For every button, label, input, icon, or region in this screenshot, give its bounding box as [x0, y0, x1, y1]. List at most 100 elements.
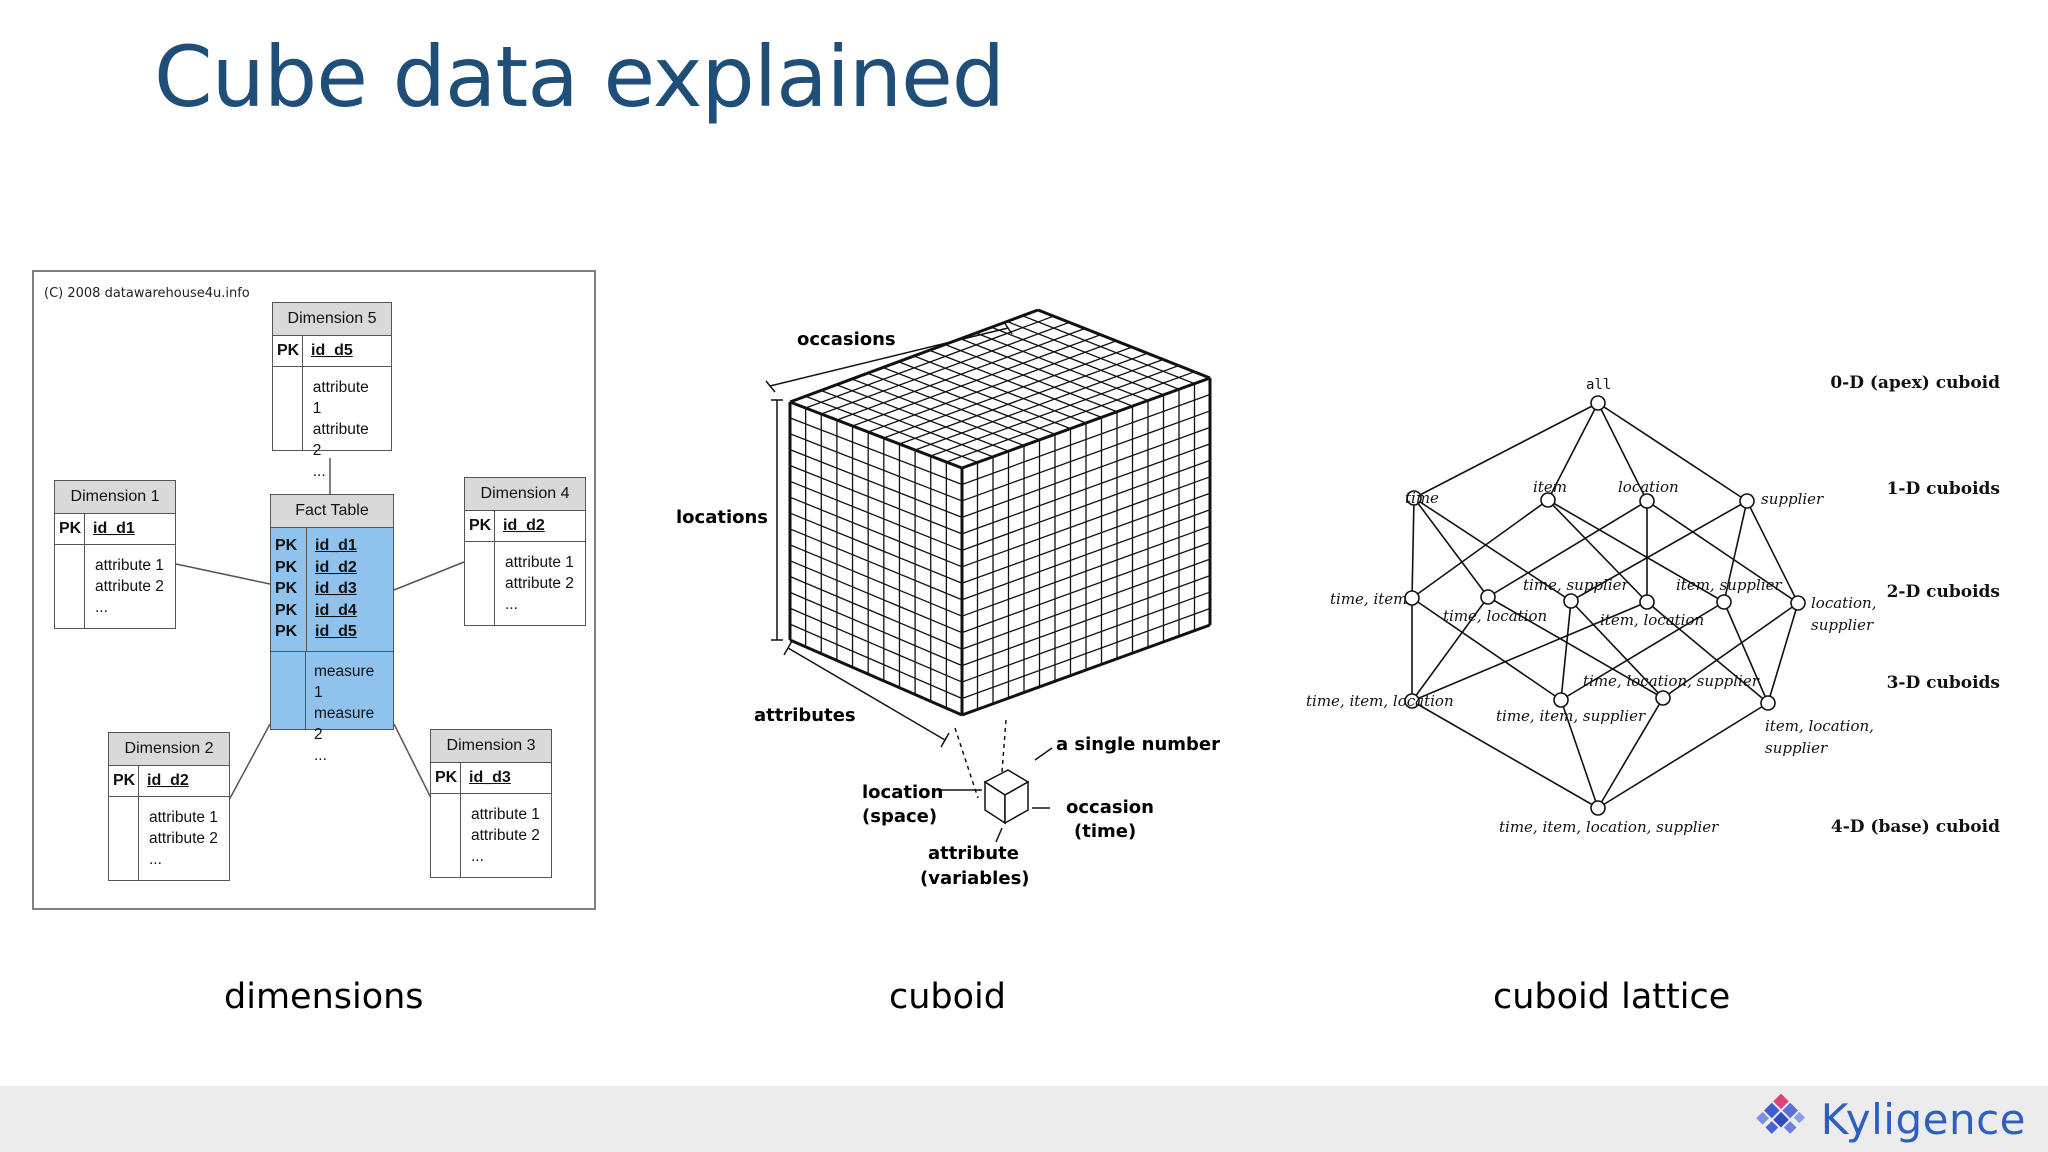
lattice-node [1480, 589, 1496, 605]
attribute-label: attribute [928, 843, 1019, 864]
node-item-location-supplier-label-2: supplier [1765, 739, 1828, 757]
attribute-1: attribute 1 [312, 379, 369, 417]
node-time-item-label: time, item [1330, 590, 1407, 608]
cube-grid-line [961, 443, 1211, 535]
lattice-nodes [1404, 395, 1806, 816]
attribute-2: attribute 2 [505, 575, 574, 592]
node-item-label: item [1533, 478, 1567, 496]
level-2-label: 2-D cuboids [1887, 582, 2000, 602]
cube-grid-line [789, 544, 963, 617]
cube-grid-line [991, 326, 1164, 396]
attribute-more: ... [471, 848, 484, 865]
fk-field: id_d5 [315, 623, 357, 640]
caption-dimensions: dimensions [224, 977, 424, 1017]
lattice-node [1553, 692, 1569, 708]
brand-logo: Kyligence [1749, 1090, 2026, 1148]
lattice-edge [1597, 402, 1648, 502]
cube-edge [789, 638, 963, 717]
level-3-label: 3-D cuboids [1887, 673, 2000, 693]
pk-label: PK [275, 623, 298, 640]
fk-field: id_d1 [315, 537, 357, 554]
lattice-node [1590, 395, 1606, 411]
kyligence-logo-icon [1756, 1093, 1805, 1134]
caption-cuboid-lattice: cuboid lattice [1493, 977, 1731, 1017]
lattice-edge [1746, 500, 1799, 604]
footer-bar [0, 1086, 2048, 1152]
cube-edge [1037, 308, 1211, 380]
cube-grid-line [961, 476, 1211, 568]
lattice-edge [1411, 597, 1562, 701]
fk-field: id_d4 [315, 601, 357, 619]
fk-field: id_d2 [315, 558, 357, 576]
cube-grid-line [789, 496, 963, 568]
fk-field: id_d3 [315, 580, 357, 597]
cube-grid-line [975, 332, 1149, 402]
lattice-edge [1547, 402, 1599, 501]
pk-label: PK [109, 766, 139, 796]
cube-edge [789, 400, 963, 470]
attribute-2: attribute 2 [312, 421, 369, 459]
attribute-1: attribute 1 [149, 809, 218, 826]
lattice-edge [1411, 596, 1489, 702]
cube-grid-line [961, 492, 1211, 584]
node-location-supplier-label-1: location, [1811, 594, 1876, 612]
lattice-edge [1597, 697, 1664, 809]
lattice-node [1563, 593, 1579, 609]
lattice-node [1760, 695, 1776, 711]
variables-label: (variables) [920, 868, 1030, 889]
table-header: Dimension 1 [55, 481, 175, 514]
attribute-more: ... [505, 596, 518, 613]
attributes-label: attributes [754, 705, 856, 726]
cube-grid-line [961, 459, 1211, 551]
time-label: (time) [1074, 821, 1136, 842]
cube-grid-line [789, 623, 963, 700]
lattice-node [1404, 693, 1420, 709]
locations-label: locations [676, 507, 768, 528]
lattice-edge [1570, 600, 1664, 699]
pk-field: id_d1 [93, 520, 135, 537]
cube-grid-line [789, 560, 963, 634]
space-label: (space) [862, 806, 937, 827]
lattice-node [1406, 490, 1422, 506]
lattice-edge [1487, 596, 1664, 699]
lattice-edge [1662, 602, 1799, 699]
cube-edge [961, 376, 1211, 470]
cube-grid-line [961, 525, 1211, 617]
cube-grid-line [882, 366, 1056, 435]
level-1-label: 1-D cuboids [1887, 479, 2000, 499]
cube-edge [961, 623, 1211, 717]
attribute-1: attribute 1 [505, 554, 574, 571]
attribute-2: attribute 2 [95, 578, 164, 595]
cube-grid-line [789, 448, 963, 519]
attribute-1: attribute 1 [95, 557, 164, 574]
copyright-note: (C) 2008 datawarehouse4u.info [44, 286, 250, 301]
pk-field: id_d5 [311, 342, 353, 359]
cube-grid-line [867, 372, 1040, 441]
cube-grid-line [929, 349, 1102, 418]
caption-cuboid: cuboid [889, 977, 1006, 1017]
node-time-label: time [1405, 489, 1439, 507]
node-location-label: location [1618, 478, 1679, 496]
cube-grid-line [789, 575, 963, 650]
pk-field: id_d2 [147, 772, 189, 789]
fact-table: Fact Table PK PK PK PK PK id_d1 id_d2 id… [270, 494, 394, 764]
node-item-supplier-label: item, supplier [1676, 576, 1782, 594]
pk-label: PK [273, 336, 303, 366]
level-4-label: 4-D (base) cuboid [1831, 817, 2000, 837]
lattice-node [1716, 594, 1732, 610]
cube-grid-line [961, 426, 1211, 519]
attribute-1: attribute 1 [471, 806, 540, 823]
attribute-more: ... [149, 851, 162, 868]
lattice-node [1639, 594, 1655, 610]
cube-grid-line [913, 355, 1087, 424]
cuboid-lattice-diagram: all time item location supplier time, it… [1306, 373, 2000, 837]
pk-label: PK [275, 558, 298, 576]
node-time-supplier-label: time, supplier [1523, 576, 1629, 594]
lattice-node [1655, 690, 1671, 706]
lattice-edge [1560, 601, 1725, 701]
lattice-edge [1646, 500, 1799, 604]
cube-grid-line [961, 591, 1211, 683]
